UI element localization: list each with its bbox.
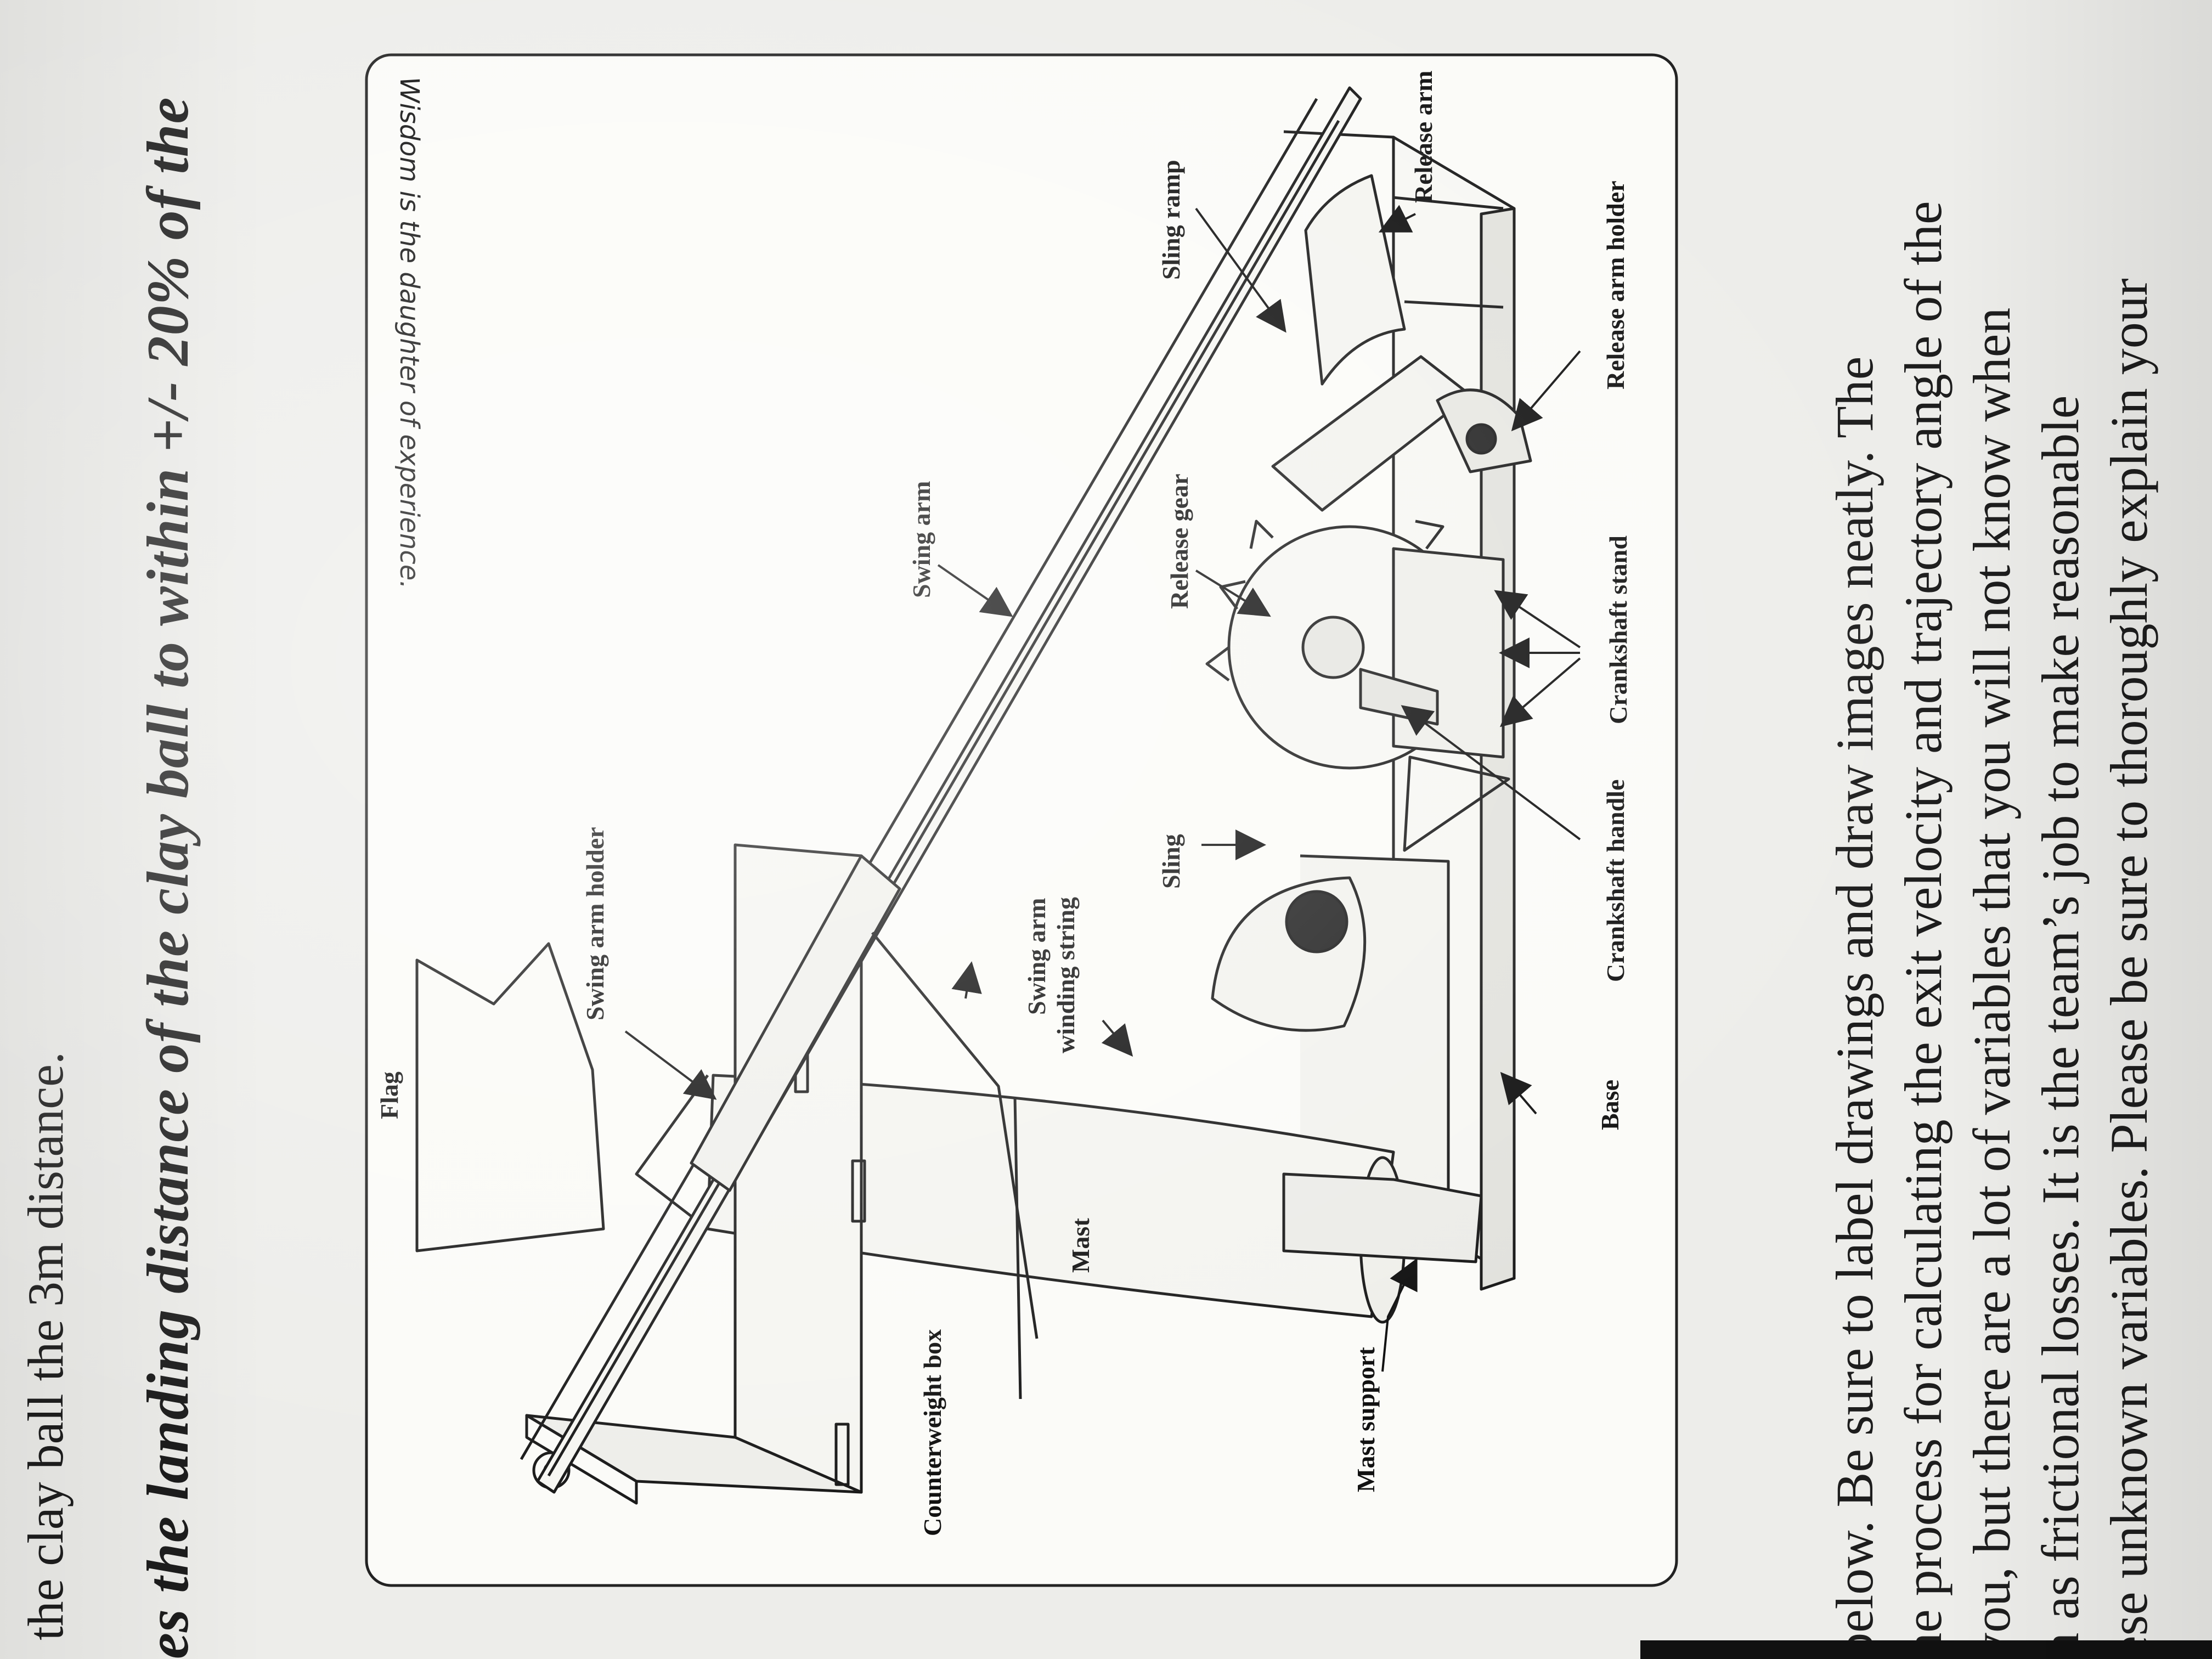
label-winding-string-2: winding string <box>1052 897 1080 1053</box>
arrow-winding-string-a <box>951 961 982 999</box>
label-counterweight-box: Counterweight box <box>918 1329 946 1536</box>
arrow-crankshaft-stand-c <box>1499 657 1581 727</box>
paragraph-line-2: he process for calculating the exit velo… <box>1894 201 1953 1659</box>
label-release-arm-holder: Release arm holder <box>1601 180 1629 390</box>
label-base: Base <box>1596 1080 1624 1130</box>
label-mast-support: Mast support <box>1352 1347 1380 1492</box>
arrow-swing-arm <box>937 564 1013 617</box>
label-crankshaft-stand: Crankshaft stand <box>1604 535 1632 724</box>
arrow-release-gear <box>1195 569 1271 617</box>
arrow-release-arm <box>1378 205 1416 233</box>
label-swing-arm-holder: Swing arm holder <box>581 827 609 1020</box>
label-mast: Mast <box>1066 1218 1094 1273</box>
label-sling-ramp: Sling ramp <box>1157 160 1185 280</box>
arrow-sling-ramp <box>1195 207 1286 333</box>
arrow-crankshaft-stand-a <box>1494 590 1581 648</box>
arrow-base <box>1500 1071 1537 1115</box>
label-flag: Flag <box>375 1071 403 1119</box>
paragraph-line-1: below. Be sure to label drawings and dra… <box>1825 356 1884 1659</box>
paragraph-line-3: you, but there are a lot of variables th… <box>1962 307 2021 1659</box>
label-release-arm: Release arm <box>1409 71 1437 203</box>
arrow-release-arm-holder <box>1511 350 1581 432</box>
arrow-winding-string-b <box>1101 1019 1133 1057</box>
diagram-labels: Flag Swing arm holder Swing arm Swing ar… <box>375 71 1632 1536</box>
arrow-mast-support <box>1381 1257 1418 1372</box>
trebuchet-drawing <box>415 86 1532 1505</box>
paragraph-line-5: ese unknown variables. Please be sure to… <box>2100 278 2158 1659</box>
arrow-swing-arm-holder <box>624 1030 717 1100</box>
label-winding-string-1: Swing arm <box>1023 898 1051 1015</box>
arrow-crankshaft-handle <box>1401 705 1581 840</box>
label-sling: Sling <box>1157 834 1185 889</box>
label-crankshaft-handle: Crankshaft handle <box>1601 780 1629 982</box>
label-swing-arm: Swing arm <box>907 481 935 598</box>
paragraph-line-4: h as frictional losses. It is the team’s… <box>2031 395 2090 1659</box>
label-release-gear: Release gear <box>1165 474 1193 610</box>
motto-text: Wisdom is the daughter of experience. <box>394 77 425 589</box>
screen-bezel-edge <box>1640 1640 2212 1659</box>
